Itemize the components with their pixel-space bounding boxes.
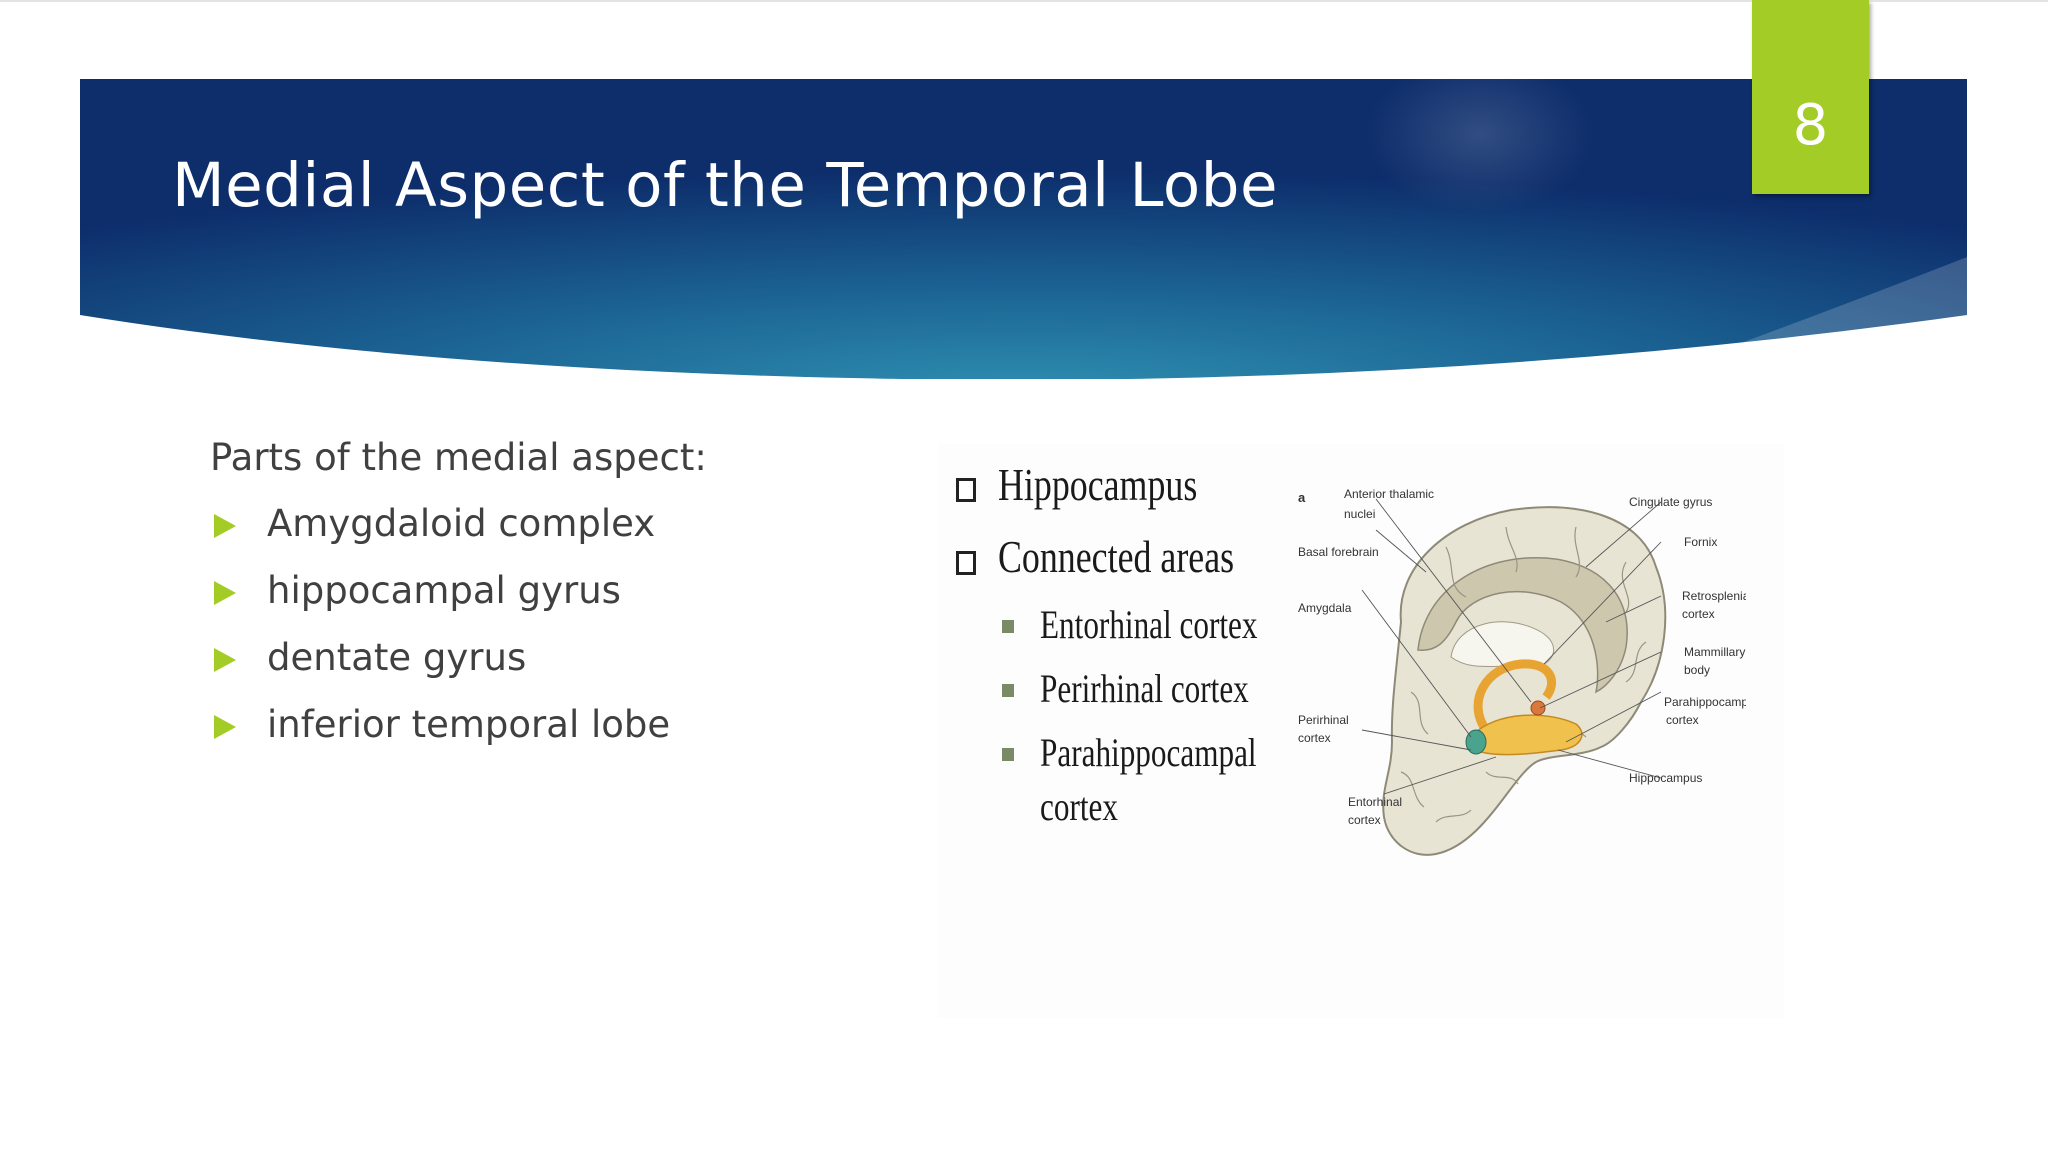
list-item: Amygdaloid complex <box>210 496 910 563</box>
intro-text: Parts of the medial aspect: <box>210 436 707 479</box>
cingulate-band <box>1417 556 1628 694</box>
fornix-arc <box>1473 659 1557 733</box>
diagram-label: Parahippocampal <box>1664 695 1746 709</box>
list-item: dentate gyrus <box>210 630 910 697</box>
figure-sublist-item: Entorhinal cortex <box>1040 602 1258 647</box>
diagram-label: cortex <box>1348 813 1381 827</box>
figure-list-item: Connected areas <box>998 531 1235 582</box>
square-bullet-icon <box>1002 684 1014 697</box>
mammillary-body <box>1530 700 1546 716</box>
bullet-list: Amygdaloid complex hippocampal gyrus den… <box>210 496 910 764</box>
diagram-label: cortex <box>1298 731 1331 745</box>
diagram-label: Amygdala <box>1298 601 1352 615</box>
triangle-bullet-icon <box>214 648 236 672</box>
ventricle <box>1450 621 1554 669</box>
figure-sublist-item: Parahippocampal <box>1040 730 1257 775</box>
diagram-label: Basal forebrain <box>1298 545 1379 559</box>
figure-list: Hippocampus Connected areas Entorhinal c… <box>938 444 1268 844</box>
diagram-label: cortex <box>1666 713 1699 727</box>
square-bullet-icon <box>1002 748 1014 761</box>
list-item: hippocampal gyrus <box>210 563 910 630</box>
diagram-label: body <box>1684 663 1710 677</box>
triangle-bullet-icon <box>214 514 236 538</box>
top-divider <box>0 0 2048 2</box>
triangle-bullet-icon <box>214 581 236 605</box>
box-bullet-icon <box>956 551 976 575</box>
diagram-label: Retrosplenial <box>1682 589 1746 603</box>
figure-sublist-item: Perirhinal cortex <box>1040 666 1249 711</box>
diagram-label: cortex <box>1682 607 1715 621</box>
figure-sublist-item: cortex <box>1040 784 1118 829</box>
diagram-label: Fornix <box>1684 535 1717 549</box>
leader-lines <box>1361 498 1662 795</box>
diagram-label: Hippocampus <box>1629 771 1702 785</box>
title-banner <box>80 79 1967 379</box>
amygdala <box>1465 729 1487 755</box>
diagram-label: Cingulate gyrus <box>1629 495 1712 509</box>
diagram-label: Mammillary <box>1684 645 1745 659</box>
square-bullet-icon <box>1002 620 1014 633</box>
list-item-label: Amygdaloid complex <box>267 502 656 545</box>
slide-number: 8 <box>1792 93 1829 158</box>
triangle-bullet-icon <box>214 715 236 739</box>
list-item-label: hippocampal gyrus <box>267 569 621 612</box>
body-text: Parts of the medial aspect: Amygdaloid c… <box>210 430 910 764</box>
figure-list-item: Hippocampus <box>998 459 1198 510</box>
diagram-label: Entorhinal <box>1348 795 1402 809</box>
list-item: inferior temporal lobe <box>210 697 910 764</box>
diagram-label: nuclei <box>1344 507 1375 521</box>
diagram-label: Anterior thalamic <box>1344 487 1434 501</box>
brain-figure: Hippocampus Connected areas Entorhinal c… <box>938 444 1784 1018</box>
box-bullet-icon <box>956 478 976 502</box>
slide-title: Medial Aspect of the Temporal Lobe <box>172 150 1279 221</box>
list-item-label: inferior temporal lobe <box>267 703 671 746</box>
list-item-label: dentate gyrus <box>267 636 527 679</box>
brain-diagram: a Anterior thalamic nuclei Basal forebra… <box>1298 487 1746 856</box>
diagram-label: Perirhinal <box>1298 713 1349 727</box>
panel-letter: a <box>1298 490 1306 505</box>
slide-number-tab: 8 <box>1752 0 1869 194</box>
